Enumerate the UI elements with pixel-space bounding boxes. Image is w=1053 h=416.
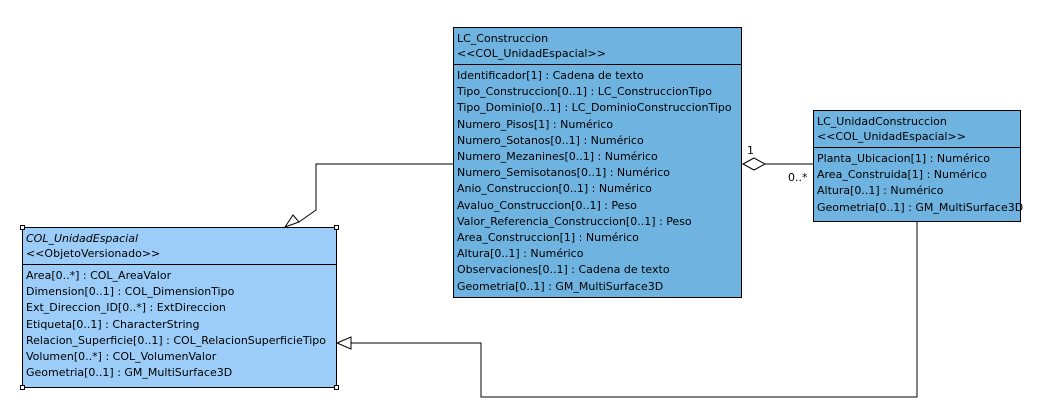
attribute: Numero_Mezanines[0..1] : Numérico	[457, 150, 658, 164]
aggregation-diamond[interactable]	[741, 157, 767, 171]
attribute: Numero_Pisos[1] : Numérico	[457, 117, 614, 131]
attribute: Numero_Sotanos[0..1] : Numérico	[457, 133, 644, 147]
attribute: Tipo_Construccion[0..1] : LC_Construccio…	[457, 85, 712, 99]
attribute: Altura[0..1] : Numérico	[457, 247, 584, 261]
generalization-unidad-construccion-arrowhead[interactable]	[335, 336, 352, 350]
class-stereotype: <<ObjetoVersionado>>	[26, 247, 161, 260]
class-attributes: Planta_Ubicacion[1] : Numérico Area_Cons…	[814, 148, 1024, 216]
attribute: Altura[0..1] : Numérico	[817, 184, 944, 198]
multiplicity-whole: 1	[747, 144, 754, 157]
class-lc-construccion[interactable]: LC_Construccion <<COL_UnidadEspacial>> I…	[453, 27, 742, 298]
class-name: LC_UnidadConstruccion	[817, 115, 947, 128]
generalization-construccion-line[interactable]	[298, 163, 453, 223]
class-attributes: Identificador[1] : Cadena de texto Tipo_…	[454, 65, 741, 295]
attribute: Identificador[1] : Cadena de texto	[457, 69, 644, 82]
attribute: Area[0..*] : COL_AreaValor	[26, 269, 172, 282]
generalization-construccion-arrowhead[interactable]	[283, 214, 300, 228]
attribute: Volumen[0..*] : COL_VolumenValor	[26, 350, 217, 364]
multiplicity-part: 0..*	[788, 171, 808, 184]
class-header: LC_UnidadConstruccion <<COL_UnidadEspaci…	[814, 111, 1020, 148]
class-stereotype: <<COL_UnidadEspacial>>	[457, 47, 606, 60]
attribute: Avaluo_Construccion[0..1] : Peso	[457, 198, 637, 212]
attribute: Anio_Construccion[0..1] : Numérico	[457, 182, 652, 196]
selection-handle-top-left[interactable]	[20, 225, 25, 230]
attribute: Dimension[0..1] : COL_DimensionTipo	[26, 285, 235, 299]
generalization-unidad-construccion-line[interactable]	[351, 221, 918, 398]
attribute: Valor_Referencia_Construccion[0..1] : Pe…	[457, 214, 692, 228]
attribute: Numero_Semisotanos[0..1] : Numérico	[457, 166, 670, 180]
attribute: Geometria[0..1] : GM_MultiSurface3D	[457, 279, 664, 293]
class-header: COL_UnidadEspacial <<ObjetoVersionado>>	[23, 228, 336, 265]
class-name: LC_Construccion	[457, 32, 549, 45]
class-header: LC_Construccion <<COL_UnidadEspacial>>	[454, 28, 741, 65]
class-lc-unidad-construccion[interactable]: LC_UnidadConstruccion <<COL_UnidadEspaci…	[813, 110, 1024, 222]
attribute: Geometria[0..1] : GM_MultiSurface3D	[26, 366, 233, 380]
selection-handle-bottom-right[interactable]	[334, 385, 339, 390]
attribute: Ext_Direccion_ID[0..*] : ExtDireccion	[26, 301, 226, 315]
class-attributes: Area[0..*] : COL_AreaValor Dimension[0..…	[23, 265, 336, 381]
attribute: Planta_Ubicacion[1] : Numérico	[817, 152, 990, 165]
selection-handle-bottom-left[interactable]	[20, 385, 25, 390]
attribute: Etiqueta[0..1] : CharacterString	[26, 317, 200, 331]
class-col-unidad-espacial[interactable]: COL_UnidadEspacial <<ObjetoVersionado>> …	[22, 227, 337, 388]
selection-handle-top-right[interactable]	[334, 225, 339, 230]
class-stereotype: <<COL_UnidadEspacial>>	[817, 130, 966, 143]
class-name: COL_UnidadEspacial	[26, 232, 139, 245]
attribute: Area_Construida[1] : Numérico	[817, 168, 987, 182]
attribute: Geometria[0..1] : GM_MultiSurface3D	[817, 200, 1024, 214]
attribute: Tipo_Dominio[0..1] : LC_DominioConstrucc…	[457, 101, 732, 115]
attribute: Area_Construccion[1] : Numérico	[457, 231, 639, 245]
attribute: Relacion_Superficie[0..1] : COL_Relacion…	[26, 333, 326, 347]
attribute: Observaciones[0..1] : Cadena de texto	[457, 263, 670, 277]
